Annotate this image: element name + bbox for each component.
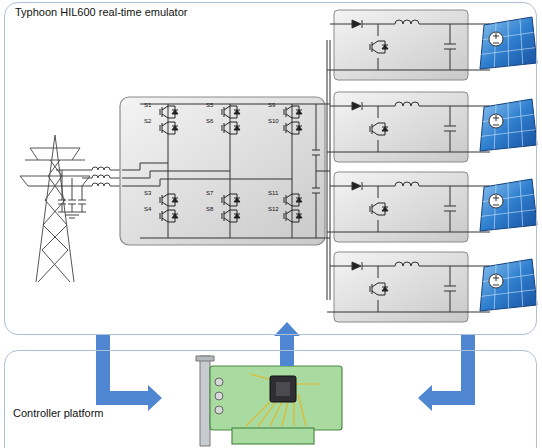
switch-label: S5 (206, 102, 213, 109)
igbt-symbol (284, 194, 302, 206)
arrow-head (418, 385, 432, 411)
switch-label: S4 (144, 206, 151, 213)
controller-card (196, 356, 342, 446)
igbt-symbol (284, 106, 302, 118)
pv-panel (480, 179, 537, 231)
switch-label: S8 (206, 206, 213, 213)
boost-converter (327, 172, 537, 242)
switch-label: S10 (268, 118, 279, 125)
panel-title: Controller platform (13, 407, 103, 420)
inverter-wiring (122, 104, 330, 238)
grid-lines (28, 167, 122, 218)
signal-arrow (274, 322, 300, 366)
arrow-head (274, 322, 300, 336)
inverter-box (120, 97, 325, 245)
switch-label: S3 (144, 190, 151, 197)
switch-label: S11 (268, 190, 278, 197)
boost-converter (327, 92, 537, 162)
switch-label: S2 (144, 118, 151, 125)
igbt-symbol (222, 106, 240, 118)
pv-panel (480, 17, 537, 69)
igbt-symbol (370, 283, 388, 295)
pv-panel (480, 99, 537, 151)
transmission-tower (20, 135, 90, 282)
igbt-symbol (222, 210, 240, 222)
region-panel: Typhoon HIL600 real-time emulator (4, 2, 537, 335)
region-panel: Controller platform (4, 350, 537, 448)
pv-panel (480, 259, 537, 311)
arrow-shaft (103, 334, 149, 398)
igbt-symbol (160, 122, 178, 134)
igbt-symbol (222, 194, 240, 206)
switch-label: S7 (206, 190, 213, 197)
switch-label: S1 (144, 102, 151, 109)
igbt-symbol (284, 122, 302, 134)
arrow-shaft (280, 335, 294, 366)
switch-symbols (160, 10, 537, 322)
boost-converter (327, 10, 537, 80)
igbt-symbol (160, 194, 178, 206)
igbt-symbol (370, 203, 388, 215)
arrow-shaft (431, 334, 468, 398)
igbt-symbol (160, 106, 178, 118)
switch-label: S12 (268, 206, 279, 213)
panel-title: Typhoon HIL600 real-time emulator (15, 6, 187, 19)
signal-arrow (103, 334, 162, 411)
arrow-head (148, 385, 162, 411)
dc-bus (327, 40, 330, 300)
igbt-symbol (160, 210, 178, 222)
signal-arrow (418, 334, 468, 411)
igbt-symbol (284, 210, 302, 222)
igbt-symbol (370, 41, 388, 53)
switch-label: S9 (268, 102, 275, 109)
igbt-symbol (370, 123, 388, 135)
igbt-symbol (222, 122, 240, 134)
boost-converter (327, 252, 537, 322)
switch-label: S6 (206, 118, 213, 125)
